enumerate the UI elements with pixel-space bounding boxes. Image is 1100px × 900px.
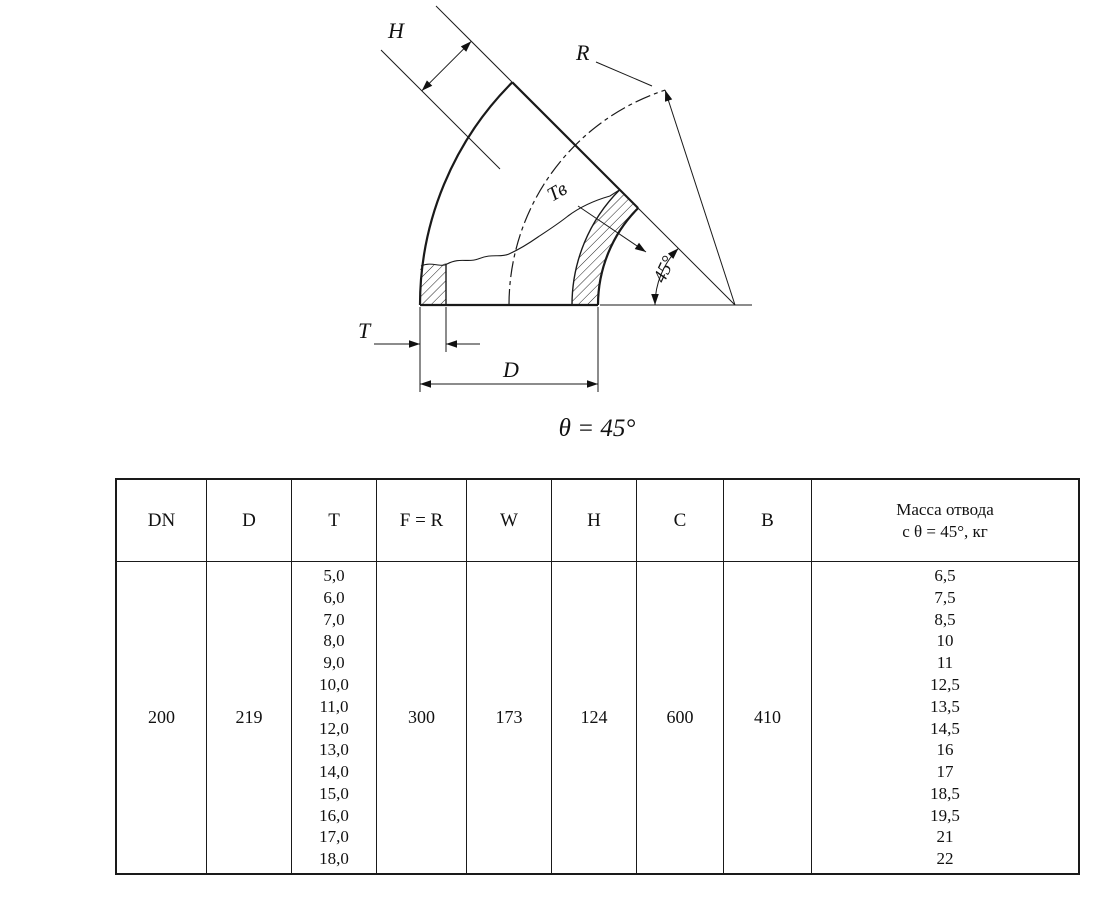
col-header-b: B	[724, 480, 812, 562]
h-arrow-upper	[460, 41, 472, 52]
tv-leader	[577, 205, 647, 253]
radius-leader	[595, 61, 653, 87]
section-hatch-left-wall	[420, 263, 446, 305]
dim-label-r: R	[575, 40, 590, 65]
list-value: 18,5	[930, 783, 960, 803]
cell-h: 124	[552, 562, 637, 873]
list-value: 9,0	[323, 653, 345, 673]
d-arrow-right	[587, 380, 598, 388]
list-value: 17,0	[319, 827, 349, 847]
elbow-drawing-svg: H R Тв 45° T D θ = 45°	[358, 5, 752, 442]
h-extension-outer	[435, 5, 513, 83]
list-value: 5,0	[323, 565, 345, 585]
cell-dn: 200	[117, 562, 207, 873]
list-value: 18,0	[319, 849, 349, 869]
section-hatch-right-wall	[572, 189, 639, 305]
col-header-mass: Масса отвода с θ = 45°, кг	[812, 480, 1078, 562]
list-value: 19,5	[930, 805, 960, 825]
theta-equation: θ = 45°	[559, 415, 636, 442]
list-value: 16	[936, 740, 954, 760]
dim-label-tv: Тв	[544, 178, 572, 207]
list-value: 14,5	[930, 718, 960, 738]
construction-face-plane	[637, 207, 736, 306]
col-header-d: D	[207, 480, 292, 562]
t-arrow-right	[446, 340, 457, 348]
list-value: 6,0	[323, 587, 345, 607]
col-header-c: C	[637, 480, 724, 562]
col-header-w: W	[467, 480, 552, 562]
list-value: 13,0	[319, 740, 349, 760]
col-header-h: H	[552, 480, 637, 562]
cell-d: 219	[207, 562, 292, 873]
list-value: 8,0	[323, 631, 345, 651]
centerline-arc	[508, 89, 666, 306]
break-line	[420, 189, 620, 267]
h-dimension-line	[421, 40, 472, 92]
list-value: 11,0	[319, 696, 349, 716]
elbow-technical-drawing: H R Тв 45° T D θ = 45°	[358, 5, 752, 442]
list-value: 13,5	[930, 696, 960, 716]
list-value: 7,5	[934, 587, 956, 607]
list-value: 12,0	[319, 718, 349, 738]
col-header-f-r: F = R	[377, 480, 467, 562]
angle-arrow-top	[667, 248, 679, 259]
list-value: 10,0	[319, 674, 349, 694]
angle-arrow-bottom	[651, 294, 659, 305]
col-header-dn: DN	[117, 480, 207, 562]
dim-label-d: D	[502, 357, 519, 382]
elbow-outer-wall-arc	[418, 81, 514, 306]
mass-header-line1: Масса отвода	[896, 499, 994, 519]
list-value: 16,0	[319, 805, 349, 825]
h-extension-inner	[380, 49, 501, 170]
col-header-t: T	[292, 480, 377, 562]
dim-label-h: H	[387, 18, 405, 43]
bore-right-arc	[571, 189, 621, 306]
list-value: 22	[936, 849, 954, 869]
list-value: 6,5	[934, 565, 956, 585]
tv-arrowhead	[634, 242, 646, 252]
cell-f-r: 300	[377, 562, 467, 873]
angle-label-45: 45°	[649, 253, 679, 286]
elbow-spec-table: DN D T F = R W H C B Масса отвода с θ = …	[115, 478, 1080, 875]
radius-arrowhead	[664, 90, 673, 102]
cell-b: 410	[724, 562, 812, 873]
t-arrow-left	[409, 340, 420, 348]
cell-c: 600	[637, 562, 724, 873]
list-value: 12,5	[930, 674, 960, 694]
list-value: 8,5	[934, 609, 956, 629]
list-value: 11	[936, 653, 954, 673]
list-value: 17	[936, 762, 954, 782]
radius-dimension-line	[664, 89, 736, 306]
mass-header-line2: с θ = 45°, кг	[902, 521, 988, 541]
list-value: 10	[936, 631, 954, 651]
h-arrow-lower	[421, 80, 433, 91]
cell-w: 173	[467, 562, 552, 873]
list-value: 7,0	[323, 609, 345, 629]
list-value: 15,0	[319, 783, 349, 803]
list-value: 21	[936, 827, 954, 847]
list-value: 14,0	[319, 762, 349, 782]
elbow-inner-wall-arc	[596, 207, 639, 306]
dim-label-t: T	[358, 318, 372, 343]
d-arrow-left	[420, 380, 431, 388]
